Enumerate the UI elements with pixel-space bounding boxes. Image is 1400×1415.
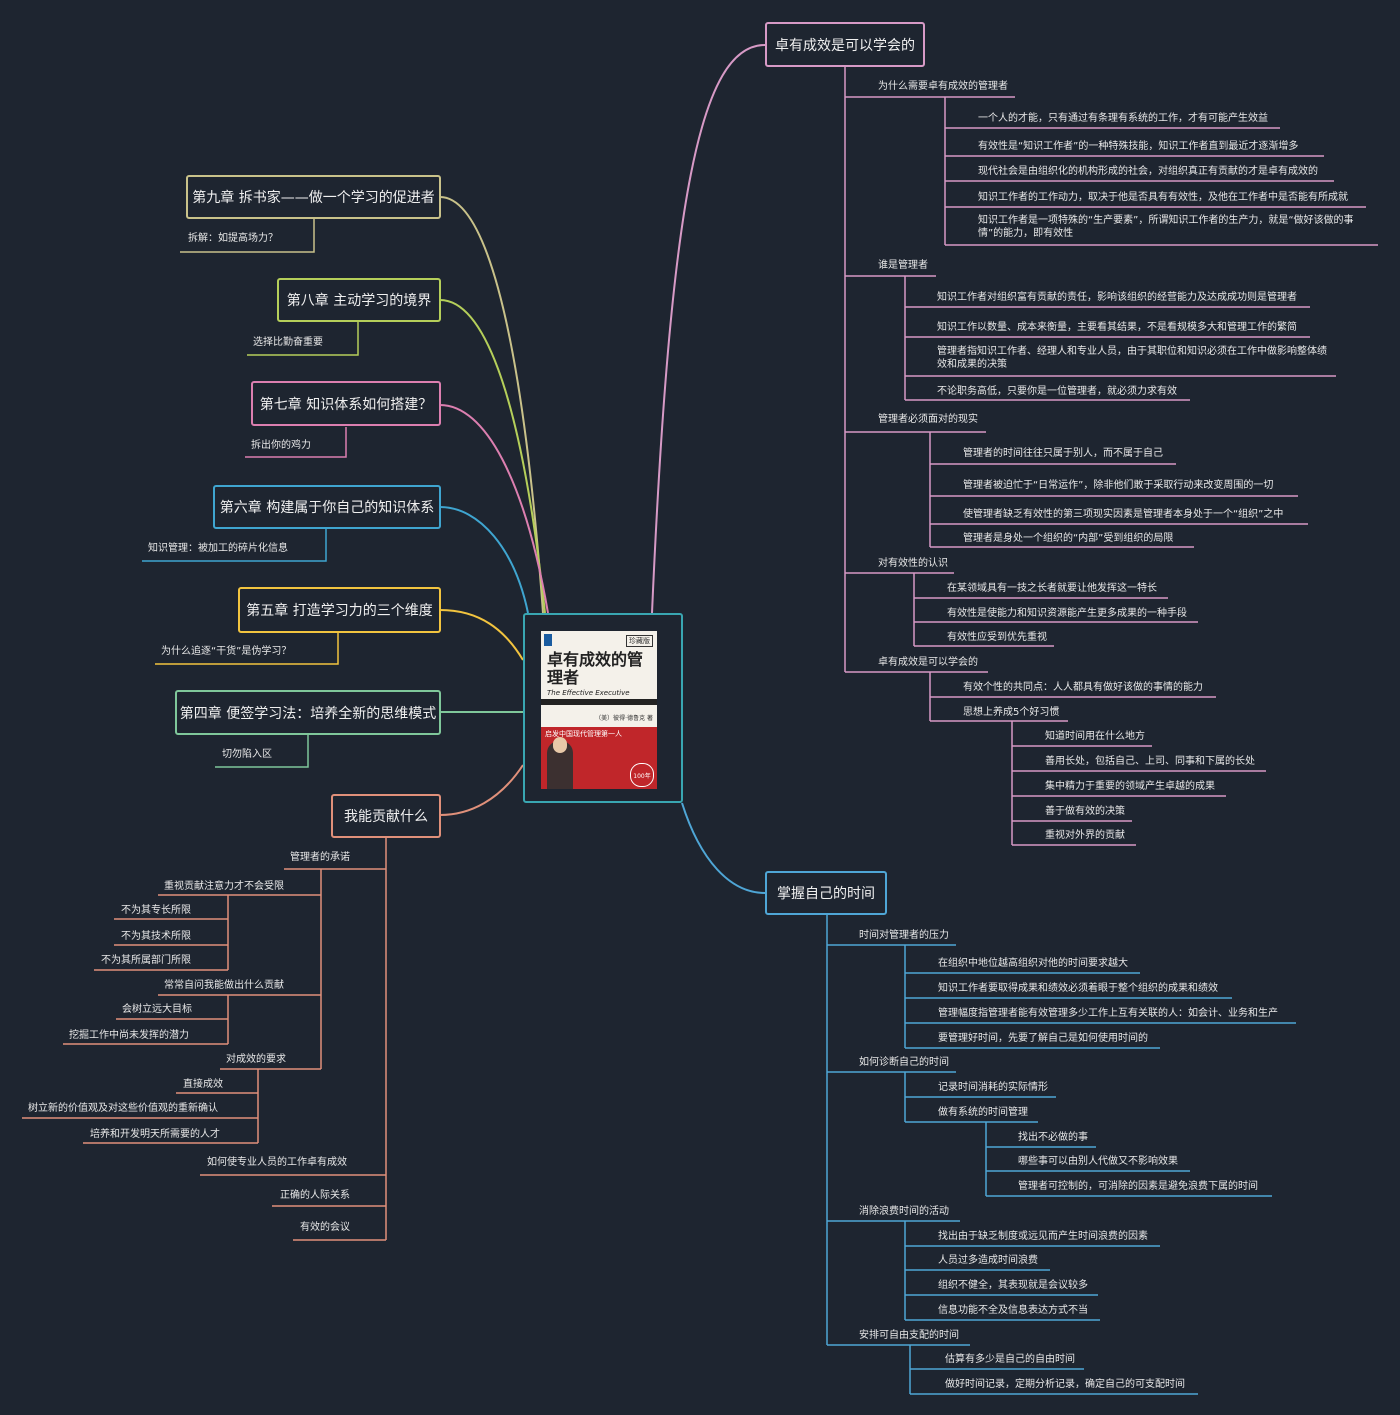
- contribution-self-ask[interactable]: 常常自问我能做出什么贡献: [164, 980, 284, 991]
- list-item[interactable]: 思想上养成5个好习惯: [963, 707, 1060, 718]
- publisher-logo: [544, 634, 552, 646]
- list-item[interactable]: 有效个性的共同点：人人都具有做好该做的事情的能力: [963, 682, 1203, 693]
- list-item[interactable]: 在组织中地位越高组织对他的时间要求越大: [938, 958, 1128, 969]
- list-item[interactable]: 不为其技术所限: [121, 931, 191, 942]
- list-item[interactable]: 信息功能不全及信息表达方式不当: [938, 1305, 1088, 1316]
- list-item[interactable]: 知识工作以数量、成本来衡量，主要看其结果，不是看规模多大和管理工作的繁简: [937, 322, 1297, 333]
- topic-chapter-4[interactable]: 第四章 便签学习法：培养全新的思维模式: [175, 690, 441, 735]
- chapter-8-child[interactable]: 选择比勤奋重要: [253, 337, 323, 348]
- contribution-commitment[interactable]: 管理者的承诺: [290, 852, 350, 863]
- list-item[interactable]: 要管理好时间，先要了解自己是如何使用时间的: [938, 1033, 1148, 1044]
- list-item[interactable]: 找出由于缺乏制度或远见而产生时间浪费的因素: [938, 1231, 1148, 1242]
- list-item[interactable]: 培养和开发明天所需要的人才: [90, 1129, 220, 1140]
- list-item[interactable]: 找出不必做的事: [1018, 1132, 1088, 1143]
- list-item[interactable]: 知识工作者的工作动力，取决于他是否具有有效性，及他在工作者中是否能有所成就: [978, 192, 1348, 203]
- contribution-focus[interactable]: 重视贡献注意力才不会受限: [164, 881, 284, 892]
- list-item[interactable]: 做有系统的时间管理: [938, 1107, 1028, 1118]
- list-item[interactable]: 树立新的价值观及对这些价值观的重新确认: [28, 1103, 218, 1114]
- list-item[interactable]: 知识工作者要取得成果和绩效必须着眼于整个组织的成果和绩效: [938, 983, 1218, 994]
- list-item[interactable]: 管理者的时间往往只属于别人，而不属于自己: [963, 448, 1163, 459]
- list-item[interactable]: 人员过多造成时间浪费: [938, 1255, 1038, 1266]
- list-item[interactable]: 不论职务高低，只要你是一位管理者，就必须力求有效: [937, 386, 1177, 397]
- list-item[interactable]: 哪些事可以由别人代做又不影响效果: [1018, 1156, 1178, 1167]
- list-item[interactable]: 善于做有效的决策: [1045, 806, 1125, 817]
- list-item[interactable]: 有效性是使能力和知识资源能产生更多成果的一种手段: [947, 608, 1187, 619]
- list-item[interactable]: 现代社会是由组织化的机构形成的社会，对组织真正有贡献的才是卓有成效的: [978, 166, 1318, 177]
- list-item[interactable]: 会树立远大目标: [122, 1004, 192, 1015]
- chapter-9-child[interactable]: 拆解：如提高场力？: [188, 233, 278, 244]
- list-item[interactable]: 记录时间消耗的实际情形: [938, 1082, 1048, 1093]
- contribution-results[interactable]: 对成效的要求: [226, 1054, 286, 1065]
- author-face: [553, 737, 567, 753]
- topic-contribution[interactable]: 我能贡献什么: [331, 794, 441, 838]
- chapter-6-child[interactable]: 知识管理：被加工的碎片化信息: [148, 543, 288, 554]
- list-item[interactable]: 挖掘工作中尚未发挥的潜力: [69, 1030, 189, 1041]
- list-item[interactable]: 在某领域具有一技之长者就要让他发挥这一特长: [947, 583, 1157, 594]
- book-slogan: 启发中国现代管理第一人: [545, 730, 622, 738]
- topic-chapter-9[interactable]: 第九章 拆书家——做一个学习的促进者: [186, 175, 441, 219]
- list-item[interactable]: 组织不健全，其表现就是会议较多: [938, 1280, 1088, 1291]
- subtopic-realities[interactable]: 管理者必须面对的现实: [878, 414, 978, 425]
- chapter-5-child[interactable]: 为什么追逐“干货”是伪学习？: [161, 646, 292, 657]
- topic-chapter-8[interactable]: 第八章 主动学习的境界: [277, 278, 441, 322]
- contribution-relations[interactable]: 正确的人际关系: [280, 1190, 350, 1201]
- list-item[interactable]: 管理者被迫忙于“日常运作”，除非他们敢于采取行动来改变周围的一切: [963, 480, 1274, 491]
- list-item[interactable]: 管理幅度指管理者能有效管理多少工作上互有关联的人：如会计、业务和生产: [938, 1008, 1278, 1019]
- subtopic-eliminate-waste[interactable]: 消除浪费时间的活动: [859, 1206, 949, 1217]
- book-subtitle-en: The Effective Executive: [547, 689, 630, 697]
- list-item[interactable]: 不为其所属部门所限: [101, 955, 191, 966]
- book-edition-tag: 珍藏版: [626, 635, 653, 647]
- subtopic-learnable[interactable]: 卓有成效是可以学会的: [878, 657, 978, 668]
- topic-chapter-7[interactable]: 第七章 知识体系如何搭建？: [251, 381, 441, 426]
- list-item[interactable]: 管理者是身处一个组织的“内部”受到组织的局限: [963, 533, 1174, 544]
- topic-effective-learnable[interactable]: 卓有成效是可以学会的: [765, 22, 925, 67]
- subtopic-time-pressure[interactable]: 时间对管理者的压力: [859, 930, 949, 941]
- subtopic-who-is-manager[interactable]: 谁是管理者: [878, 260, 928, 271]
- list-item[interactable]: 知识工作者对组织富有贡献的责任，影响该组织的经营能力及达成成功则是管理者: [937, 292, 1297, 303]
- list-item[interactable]: 管理者指知识工作者、经理人和专业人员，由于其职位和知识必须在工作中做影响整体绩效…: [937, 346, 1327, 370]
- subtopic-diagnose-time[interactable]: 如何诊断自己的时间: [859, 1057, 949, 1068]
- list-item[interactable]: 直接成效: [183, 1079, 223, 1090]
- list-item[interactable]: 管理者可控制的，可消除的因素是避免浪费下属的时间: [1018, 1181, 1258, 1192]
- list-item[interactable]: 有效性是“知识工作者”的一种特殊技能，知识工作者直到最近才逐渐增多: [978, 141, 1299, 152]
- contribution-meetings[interactable]: 有效的会议: [300, 1222, 350, 1233]
- list-item[interactable]: 重视对外界的贡献: [1045, 830, 1125, 841]
- list-item[interactable]: 一个人的才能，只有通过有条理有系统的工作，才有可能产生效益: [978, 113, 1268, 124]
- list-item[interactable]: 做好时间记录，定期分析记录，确定自己的可支配时间: [945, 1379, 1185, 1390]
- list-item[interactable]: 知识工作者是一项特殊的“生产要素”，所谓知识工作者的生产力，就是“做好该做的事情…: [978, 215, 1354, 239]
- book-band: [541, 699, 657, 705]
- list-item[interactable]: 使管理者缺乏有效性的第三项现实因素是管理者本身处于一个“组织”之中: [963, 509, 1284, 520]
- topic-manage-time[interactable]: 掌握自己的时间: [765, 871, 887, 915]
- book-author: （美）彼得·德鲁克 著: [595, 715, 653, 722]
- list-item[interactable]: 不为其专长所限: [121, 905, 191, 916]
- book-title: 卓有成效的管理者: [547, 650, 644, 687]
- chapter-4-child[interactable]: 切勿陷入区: [222, 749, 272, 760]
- book-badge: 100年: [630, 763, 654, 787]
- list-item[interactable]: 估算有多少是自己的自由时间: [945, 1354, 1075, 1365]
- subtopic-effectiveness[interactable]: 对有效性的认识: [878, 558, 948, 569]
- subtopic-free-time[interactable]: 安排可自由支配的时间: [859, 1330, 959, 1341]
- subtopic-why-effective[interactable]: 为什么需要卓有成效的管理者: [878, 81, 1008, 92]
- list-item[interactable]: 集中精力于重要的领域产生卓越的成果: [1045, 781, 1215, 792]
- list-item[interactable]: 知道时间用在什么地方: [1045, 731, 1145, 742]
- topic-chapter-6[interactable]: 第六章 构建属于你自己的知识体系: [213, 485, 441, 529]
- central-book-node[interactable]: 珍藏版 卓有成效的管理者 The Effective Executive （美）…: [523, 613, 683, 803]
- contribution-professionals[interactable]: 如何使专业人员的工作卓有成效: [207, 1157, 347, 1168]
- list-item[interactable]: 善用长处，包括自己、上司、同事和下属的长处: [1045, 756, 1255, 767]
- list-item[interactable]: 有效性应受到优先重视: [947, 632, 1047, 643]
- book-red-panel: 启发中国现代管理第一人 100年: [541, 727, 657, 789]
- topic-chapter-5[interactable]: 第五章 打造学习力的三个维度: [238, 587, 441, 633]
- chapter-7-child[interactable]: 拆出你的鸡力: [251, 440, 311, 451]
- book-cover-image: 珍藏版 卓有成效的管理者 The Effective Executive （美）…: [541, 631, 657, 789]
